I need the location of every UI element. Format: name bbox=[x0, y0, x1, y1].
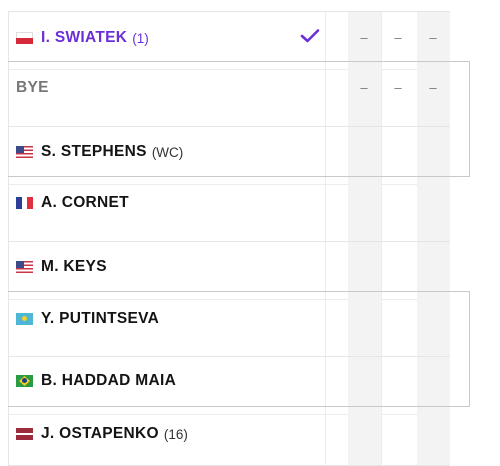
player-seed: (1) bbox=[132, 30, 149, 46]
player-row[interactable]: Y. PUTINTSEVA bbox=[16, 307, 159, 331]
set-score: – bbox=[429, 80, 437, 95]
player-name: A. CORNET bbox=[41, 194, 129, 211]
match-card[interactable] bbox=[8, 11, 450, 128]
player-name: M. KEYS bbox=[41, 258, 107, 275]
winner-check-icon bbox=[300, 29, 320, 43]
player-name: S. STEPHENS bbox=[41, 143, 147, 160]
player-row[interactable]: B. HADDAD MAIA bbox=[16, 369, 176, 393]
bracket-connector bbox=[8, 291, 470, 407]
player-seed: (16) bbox=[163, 426, 188, 442]
player-name: J. OSTAPENKO bbox=[41, 425, 159, 442]
set-score: – bbox=[429, 30, 437, 45]
player-row[interactable]: A. CORNET bbox=[16, 191, 129, 215]
player-row[interactable]: S. STEPHENS (WC) bbox=[16, 140, 183, 164]
poland-flag-icon bbox=[16, 32, 33, 44]
player-name: BYE bbox=[16, 79, 49, 96]
player-seed: (WC) bbox=[151, 144, 184, 160]
player-row[interactable]: J. OSTAPENKO (16) bbox=[16, 422, 188, 446]
set-score: – bbox=[360, 30, 368, 45]
kazakhstan-flag-icon bbox=[16, 313, 33, 325]
set-score: – bbox=[394, 80, 402, 95]
usa-flag-icon bbox=[16, 261, 33, 273]
usa-flag-icon bbox=[16, 146, 33, 158]
set-score: – bbox=[394, 30, 402, 45]
france-flag-icon bbox=[16, 197, 33, 209]
player-row[interactable]: M. KEYS bbox=[16, 255, 107, 279]
player-row[interactable]: BYE bbox=[16, 76, 49, 100]
set-score: – bbox=[360, 80, 368, 95]
player-name: Y. PUTINTSEVA bbox=[41, 310, 160, 327]
match-card[interactable] bbox=[8, 126, 450, 243]
player-row[interactable]: I. SWIATEK (1) bbox=[16, 26, 149, 50]
bracket-connector bbox=[8, 61, 470, 177]
player-name: I. SWIATEK bbox=[41, 29, 128, 46]
brazil-flag-icon bbox=[16, 375, 33, 387]
match-card[interactable] bbox=[8, 241, 450, 358]
player-name: B. HADDAD MAIA bbox=[41, 372, 177, 389]
latvia-flag-icon bbox=[16, 428, 33, 440]
